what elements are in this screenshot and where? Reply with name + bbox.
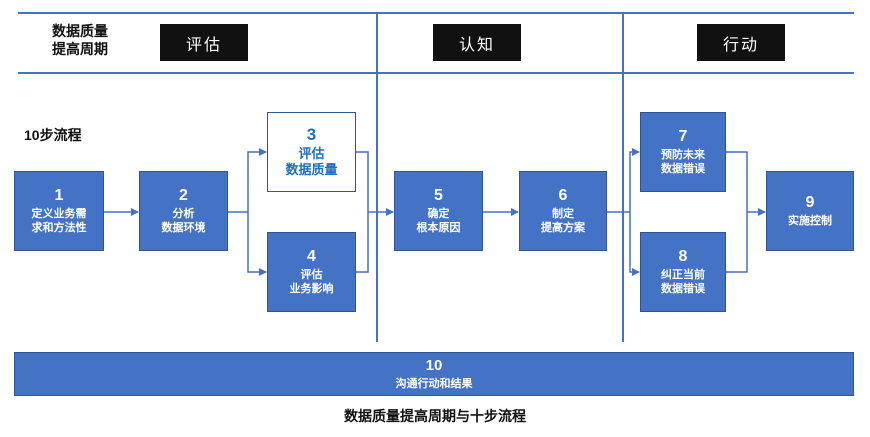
- step-3-label: 评估 数据质量: [285, 146, 337, 178]
- step-4-line2: 业务影响: [289, 283, 334, 295]
- connector-to-3: [247, 148, 267, 212]
- section-label: 10步流程: [24, 127, 82, 143]
- connector-to-8: [629, 212, 640, 276]
- step-4-label: 评估 业务影响: [290, 268, 334, 296]
- step-1-line2: 求和方法性: [31, 222, 87, 234]
- step-10-label: 沟通行动和结果: [396, 377, 473, 391]
- cycle-title: 数据质量 提高周期: [20, 22, 140, 58]
- connector-from-7: [726, 151, 748, 212]
- step-5-box: 5 确定 根本原因: [394, 171, 483, 251]
- step-8-line2: 数据错误: [661, 283, 705, 295]
- step-8-line1: 纠正当前: [661, 269, 705, 281]
- step-5-line1: 确定: [427, 208, 450, 220]
- step-2-box: 2 分析 数据环境: [139, 171, 228, 251]
- step-5-line2: 根本原因: [416, 222, 461, 234]
- phase-awareness: 认知: [433, 24, 521, 61]
- step-1-label: 定义业务需 求和方法性: [32, 207, 87, 235]
- phase-divider-2: [622, 14, 624, 342]
- step-3-line2: 数据质量: [285, 162, 338, 177]
- step-8-number: 8: [678, 248, 688, 265]
- step-10-line1: 沟通行动和结果: [395, 378, 473, 390]
- step-7-line2: 数据错误: [661, 163, 705, 175]
- connector-from-3: [356, 151, 369, 212]
- cycle-title-line2: 提高周期: [52, 41, 108, 57]
- cycle-title-line1: 数据质量: [52, 23, 108, 39]
- step-6-label: 制定 提高方案: [541, 207, 585, 235]
- step-9-label: 实施控制: [788, 214, 832, 228]
- top-rule: [18, 12, 854, 14]
- step-9-number: 9: [805, 194, 815, 211]
- step-6-line2: 提高方案: [541, 222, 585, 234]
- connector-from-4: [356, 212, 369, 273]
- step-7-label: 预防未来 数据错误: [661, 148, 705, 176]
- step-3-box-highlighted: 3 评估 数据质量: [267, 112, 356, 192]
- step-3-number: 3: [306, 125, 317, 144]
- step-4-number: 4: [307, 248, 316, 265]
- step-8-label: 纠正当前 数据错误: [661, 268, 705, 296]
- step-1-line1: 定义业务需: [31, 208, 87, 220]
- step-5-label: 确定 根本原因: [417, 207, 461, 235]
- step-4-box: 4 评估 业务影响: [267, 232, 356, 312]
- step-8-box: 8 纠正当前 数据错误: [640, 232, 726, 312]
- step-7-box: 7 预防未来 数据错误: [640, 112, 726, 192]
- header-bottom-rule: [18, 72, 854, 74]
- connector-from-8: [726, 212, 748, 273]
- step-10-box: 10 沟通行动和结果: [14, 352, 854, 396]
- step-7-line1: 预防未来: [661, 149, 705, 161]
- step-4-line1: 评估: [300, 269, 323, 281]
- step-2-line1: 分析: [172, 208, 195, 220]
- phase-action: 行动: [697, 24, 785, 61]
- phase-divider-1: [376, 14, 378, 342]
- step-1-box: 1 定义业务需 求和方法性: [14, 171, 104, 251]
- step-3-line1: 评估: [298, 146, 325, 161]
- step-1-number: 1: [54, 187, 64, 204]
- step-10-number: 10: [425, 357, 443, 374]
- step-5-number: 5: [434, 187, 443, 204]
- step-9-box: 9 实施控制: [766, 171, 854, 251]
- step-9-line1: 实施控制: [788, 215, 832, 227]
- figure-caption: 数据质量提高周期与十步流程: [344, 408, 526, 424]
- step-6-number: 6: [558, 187, 568, 204]
- connector-to-7: [629, 148, 640, 212]
- phase-assess: 评估: [160, 24, 248, 61]
- step-6-line1: 制定: [552, 208, 574, 220]
- step-6-box: 6 制定 提高方案: [519, 171, 607, 251]
- connector-to-4: [247, 212, 267, 276]
- step-2-number: 2: [179, 187, 188, 204]
- step-2-line2: 数据环境: [161, 222, 206, 234]
- step-2-label: 分析 数据环境: [162, 207, 206, 235]
- step-7-number: 7: [678, 128, 688, 145]
